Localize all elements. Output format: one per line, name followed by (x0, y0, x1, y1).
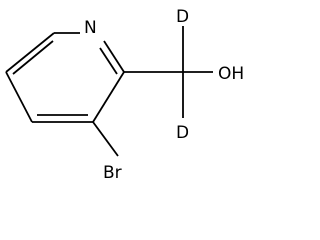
bond-c3-br (92, 121, 119, 157)
hydroxyl-label: OH (218, 64, 244, 84)
bond-c3-c2 (92, 71, 125, 123)
bond-c6-c5 (5, 32, 55, 73)
deuterium-bottom-label: D (176, 123, 189, 143)
bond-c5-c4 (5, 71, 33, 123)
bromine-label: Br (103, 163, 122, 183)
bond-c2-n1-inner (99, 47, 118, 75)
bond-c6-c5-inner (12, 40, 54, 75)
nitrogen-label: N (84, 18, 97, 38)
pyridine-ring (5, 32, 125, 123)
deuterium-top-label: D (176, 7, 189, 27)
chemical-structure: N Br D D OH (5, 7, 244, 183)
bond-c2-n1 (103, 40, 125, 73)
